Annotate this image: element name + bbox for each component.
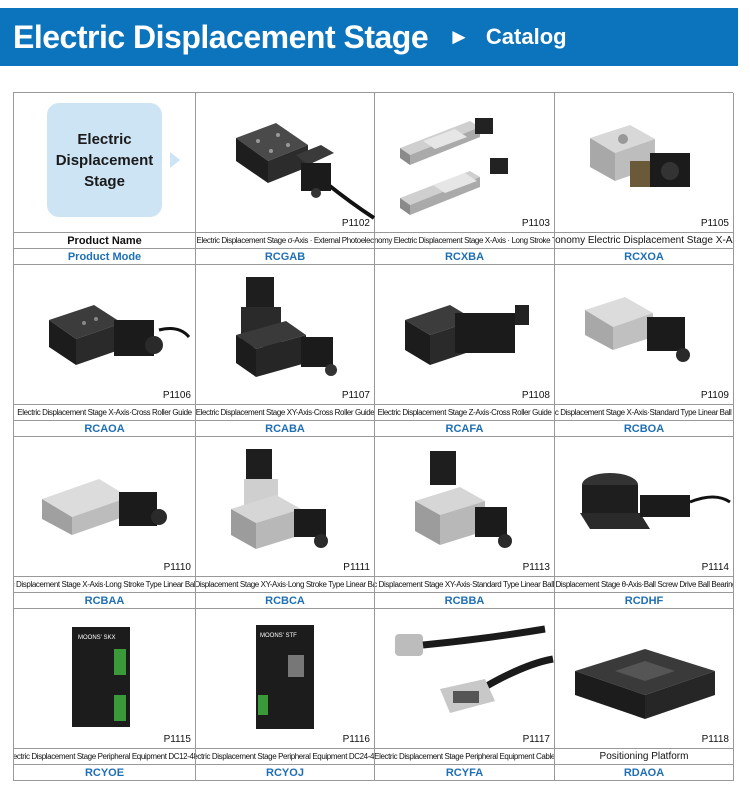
product-model[interactable]: RCXOA: [555, 249, 734, 265]
product-name: Positioning Platform: [555, 749, 734, 765]
product-model[interactable]: RCYFA: [375, 765, 555, 781]
product-name: Electric Displacement Stage Peripheral E…: [196, 749, 375, 765]
product-model[interactable]: RCYOE: [14, 765, 196, 781]
product-image-cell[interactable]: P1105: [555, 93, 734, 233]
catalog-grid: P1102 P1103 P1105 Product Name: [13, 92, 734, 781]
page-title: Electric Displacement Stage: [13, 18, 429, 55]
product-image-cell[interactable]: P1109: [555, 265, 734, 405]
product-code: P1102: [341, 218, 370, 229]
product-name: Electric Displacement Stage XY-Axis·Cros…: [196, 405, 375, 421]
product-photo: [236, 277, 337, 377]
product-name: Electric Displacement Stage θ-Axis·Ball …: [555, 577, 734, 593]
product-photo: [400, 118, 508, 215]
product-photo: [415, 451, 512, 548]
product-code: P1113: [522, 562, 550, 573]
chip-pointer-icon: [170, 152, 180, 168]
product-code: P1116: [342, 734, 370, 745]
row-label-product-mode: Product Mode: [14, 249, 196, 265]
product-code: P1117: [522, 734, 550, 745]
product-image-cell[interactable]: P1113: [375, 437, 555, 577]
driver-brand-label: MOONS' SKX: [78, 635, 116, 641]
product-model[interactable]: RCAOA: [14, 421, 196, 437]
product-code: P1111: [343, 562, 370, 573]
triangle-arrow-icon: ►: [448, 24, 470, 49]
product-image-cell[interactable]: MOONS' STF P1116: [196, 609, 375, 749]
product-code: P1115: [163, 734, 191, 745]
product-model[interactable]: RDAOA: [555, 765, 734, 781]
product-name: Electric Displacement Stage XY-Axis·Stan…: [375, 577, 555, 593]
product-image-cell[interactable]: P1106: [14, 265, 196, 405]
category-chip: Electric Displacement Stage: [47, 103, 162, 217]
product-code: P1107: [341, 390, 370, 401]
product-photo: MOONS' SKX: [72, 627, 130, 727]
product-photo: [405, 305, 529, 365]
product-photo: [49, 305, 191, 365]
product-code: P1103: [521, 218, 550, 229]
product-code: P1106: [162, 390, 191, 401]
product-model[interactable]: RCBCA: [196, 593, 375, 609]
product-image-cell[interactable]: P1111: [196, 437, 375, 577]
product-code: P1105: [700, 218, 729, 229]
product-model[interactable]: RCBBA: [375, 593, 555, 609]
page-subtitle: Catalog: [485, 24, 567, 49]
header-banner: Electric Displacement Stage ► Catalog: [0, 8, 738, 66]
product-model[interactable]: RCBOA: [555, 421, 734, 437]
product-image-cell[interactable]: P1110: [14, 437, 196, 577]
product-model[interactable]: RCYOJ: [196, 765, 375, 781]
product-image-cell[interactable]: P1107: [196, 265, 375, 405]
product-photo: [231, 449, 328, 549]
product-photo: [42, 479, 167, 535]
row-label-product-name: Product Name: [14, 233, 196, 249]
product-image-cell[interactable]: P1103: [375, 93, 555, 233]
product-photo: [395, 625, 554, 713]
product-code: P1118: [701, 734, 729, 745]
product-code: P1114: [701, 562, 729, 573]
product-model[interactable]: RCABA: [196, 421, 375, 437]
product-name: Electric Displacement Stage Peripheral E…: [375, 749, 555, 765]
category-line-3: Stage: [84, 172, 125, 190]
category-line-2: Displacement: [55, 151, 154, 169]
product-image-cell[interactable]: P1108: [375, 265, 555, 405]
product-name: Electric Displacement Stage X-Axis·Cross…: [14, 405, 196, 421]
product-model[interactable]: RCXBA: [375, 249, 555, 265]
product-photo: [585, 297, 690, 362]
product-image-cell[interactable]: P1117: [375, 609, 555, 749]
product-code: P1109: [700, 390, 729, 401]
product-model[interactable]: RCAFA: [375, 421, 555, 437]
product-name: Electric Displacement Stage Z-Axis·Cross…: [375, 405, 555, 421]
product-image-cell[interactable]: MOONS' SKX P1115: [14, 609, 196, 749]
product-photo: [236, 123, 375, 220]
product-photo: [590, 125, 690, 187]
driver-brand-label: MOONS' STF: [260, 633, 297, 639]
product-photo: [580, 473, 731, 529]
product-image-cell[interactable]: P1102: [196, 93, 375, 233]
product-photo: MOONS' STF: [256, 625, 314, 729]
product-name: Electric Displacement Stage Peripheral E…: [14, 749, 196, 765]
product-image-cell[interactable]: P1118: [555, 609, 734, 749]
product-name: Economy Electric Displacement Stage σ-Ax…: [196, 233, 375, 249]
product-model[interactable]: RCDHF: [555, 593, 734, 609]
product-name: Electric Displacement Stage X-Axis·Long …: [14, 577, 196, 593]
product-name: Electric Displacement Stage X-Axis·Stand…: [555, 405, 734, 421]
product-model[interactable]: RCGAB: [196, 249, 375, 265]
product-photo: [575, 649, 715, 719]
product-name: Economy Electric Displacement Stage X-Ax…: [375, 233, 555, 249]
product-name: Economy Electric Displacement Stage X-Ax…: [555, 233, 734, 249]
product-model[interactable]: RCBAA: [14, 593, 196, 609]
product-code: P1110: [163, 562, 191, 573]
category-line-1: Electric: [77, 130, 132, 148]
product-image-cell[interactable]: P1114: [555, 437, 734, 577]
product-name: Electric Displacement Stage XY-Axis·Long…: [196, 577, 375, 593]
product-code: P1108: [521, 390, 550, 401]
